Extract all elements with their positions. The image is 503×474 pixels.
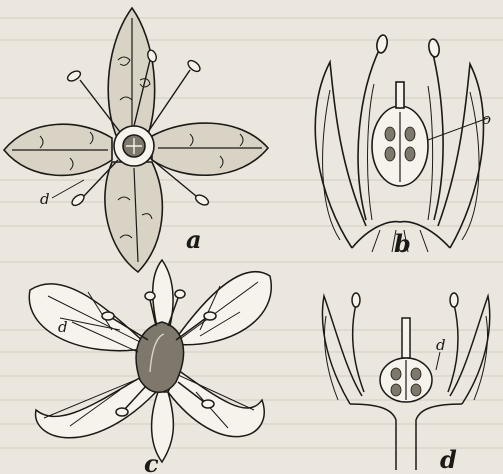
figure-d-label: d [440, 445, 457, 474]
figure-b-flower-section [315, 34, 488, 252]
petal-d-left [322, 296, 362, 404]
ovary-c [136, 322, 183, 392]
figure-a-flower-top-view [4, 8, 268, 272]
figure-d-part-label: d [436, 336, 446, 354]
petal-bottom [105, 162, 162, 272]
figure-c-part-label: d [58, 318, 68, 336]
figure-d-flower-section [322, 293, 489, 470]
figure-c-flower [29, 260, 271, 462]
figure-b-label: b [394, 229, 411, 258]
petal-c-bottom-right [168, 370, 264, 437]
petal-right [152, 123, 268, 175]
figure-a-label: a [186, 225, 202, 254]
figure-a-part-label: d [40, 190, 50, 208]
figure-c-label: c [144, 449, 159, 474]
petal-outer-right [438, 64, 483, 248]
petal-c-bottom-left [36, 372, 156, 438]
figure-b-part-label: o [482, 110, 491, 128]
